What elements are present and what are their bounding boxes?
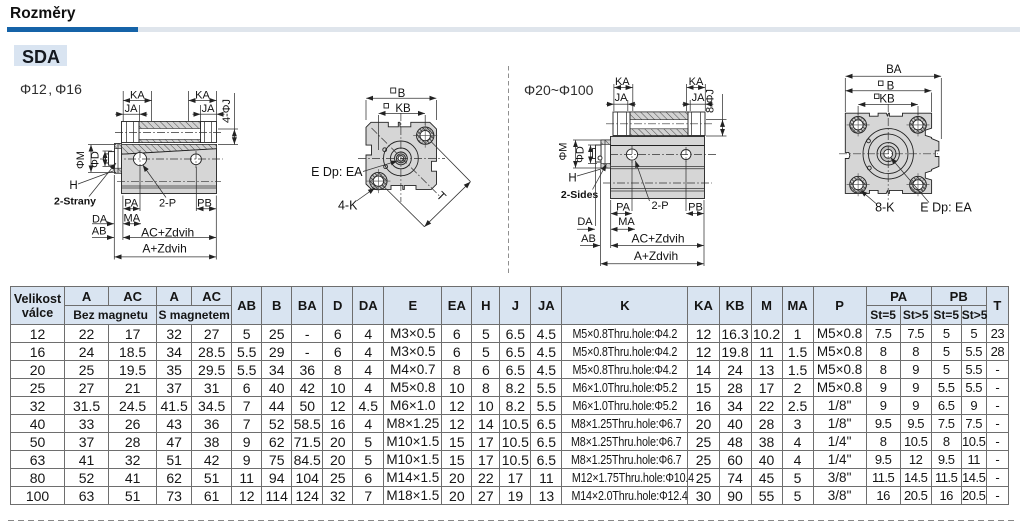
svg-text:KA: KA	[130, 90, 145, 102]
svg-text:JA: JA	[692, 92, 706, 104]
svg-text:4-K: 4-K	[338, 199, 358, 213]
svg-text:AC+Zdvih: AC+Zdvih	[631, 232, 684, 246]
svg-text:JA: JA	[615, 92, 629, 104]
svg-text:AB: AB	[581, 233, 596, 245]
svg-text:PA: PA	[616, 202, 631, 214]
svg-text:B: B	[398, 88, 406, 100]
svg-text:8-ΦJ: 8-ΦJ	[705, 89, 717, 113]
svg-text:KA: KA	[615, 76, 630, 88]
svg-text:BA: BA	[886, 64, 902, 76]
svg-text:2-Strany: 2-Strany	[54, 196, 96, 208]
svg-text:8-K: 8-K	[875, 201, 895, 215]
svg-text:B: B	[887, 81, 895, 93]
svg-text:DA: DA	[577, 216, 593, 228]
svg-text:E Dp: EA: E Dp: EA	[311, 165, 363, 179]
svg-text:A+Zdvih: A+Zdvih	[634, 249, 678, 263]
svg-text:4-ΦJ: 4-ΦJ	[221, 99, 233, 123]
svg-text:KA: KA	[689, 76, 704, 88]
svg-text:ΦM: ΦM	[75, 151, 87, 169]
svg-text:PB: PB	[197, 197, 212, 209]
svg-text:T: T	[434, 189, 450, 205]
svg-text:AB: AB	[92, 226, 107, 238]
svg-text:2-P: 2-P	[651, 200, 668, 212]
svg-text:A+Zdvih: A+Zdvih	[142, 241, 186, 255]
svg-text:KA: KA	[195, 90, 210, 102]
svg-text:ΦM: ΦM	[558, 143, 570, 161]
svg-text:JA: JA	[202, 103, 216, 115]
svg-text:KB: KB	[395, 103, 411, 115]
svg-text:ΦD: ΦD	[90, 151, 102, 168]
svg-text:2-Sides: 2-Sides	[561, 189, 599, 201]
svg-text:H: H	[69, 180, 77, 192]
svg-text:JA: JA	[125, 103, 139, 115]
svg-text:2-P: 2-P	[159, 197, 176, 209]
svg-text:KB: KB	[879, 94, 895, 106]
svg-text:MA: MA	[124, 212, 141, 224]
svg-text:MA: MA	[618, 216, 635, 228]
svg-text:PA: PA	[124, 197, 139, 209]
svg-text:E Dp: EA: E Dp: EA	[920, 201, 972, 215]
svg-text:ΦD: ΦD	[575, 146, 587, 163]
svg-text:H: H	[568, 173, 576, 185]
svg-text:DA: DA	[92, 214, 108, 226]
svg-text:PB: PB	[688, 202, 703, 214]
